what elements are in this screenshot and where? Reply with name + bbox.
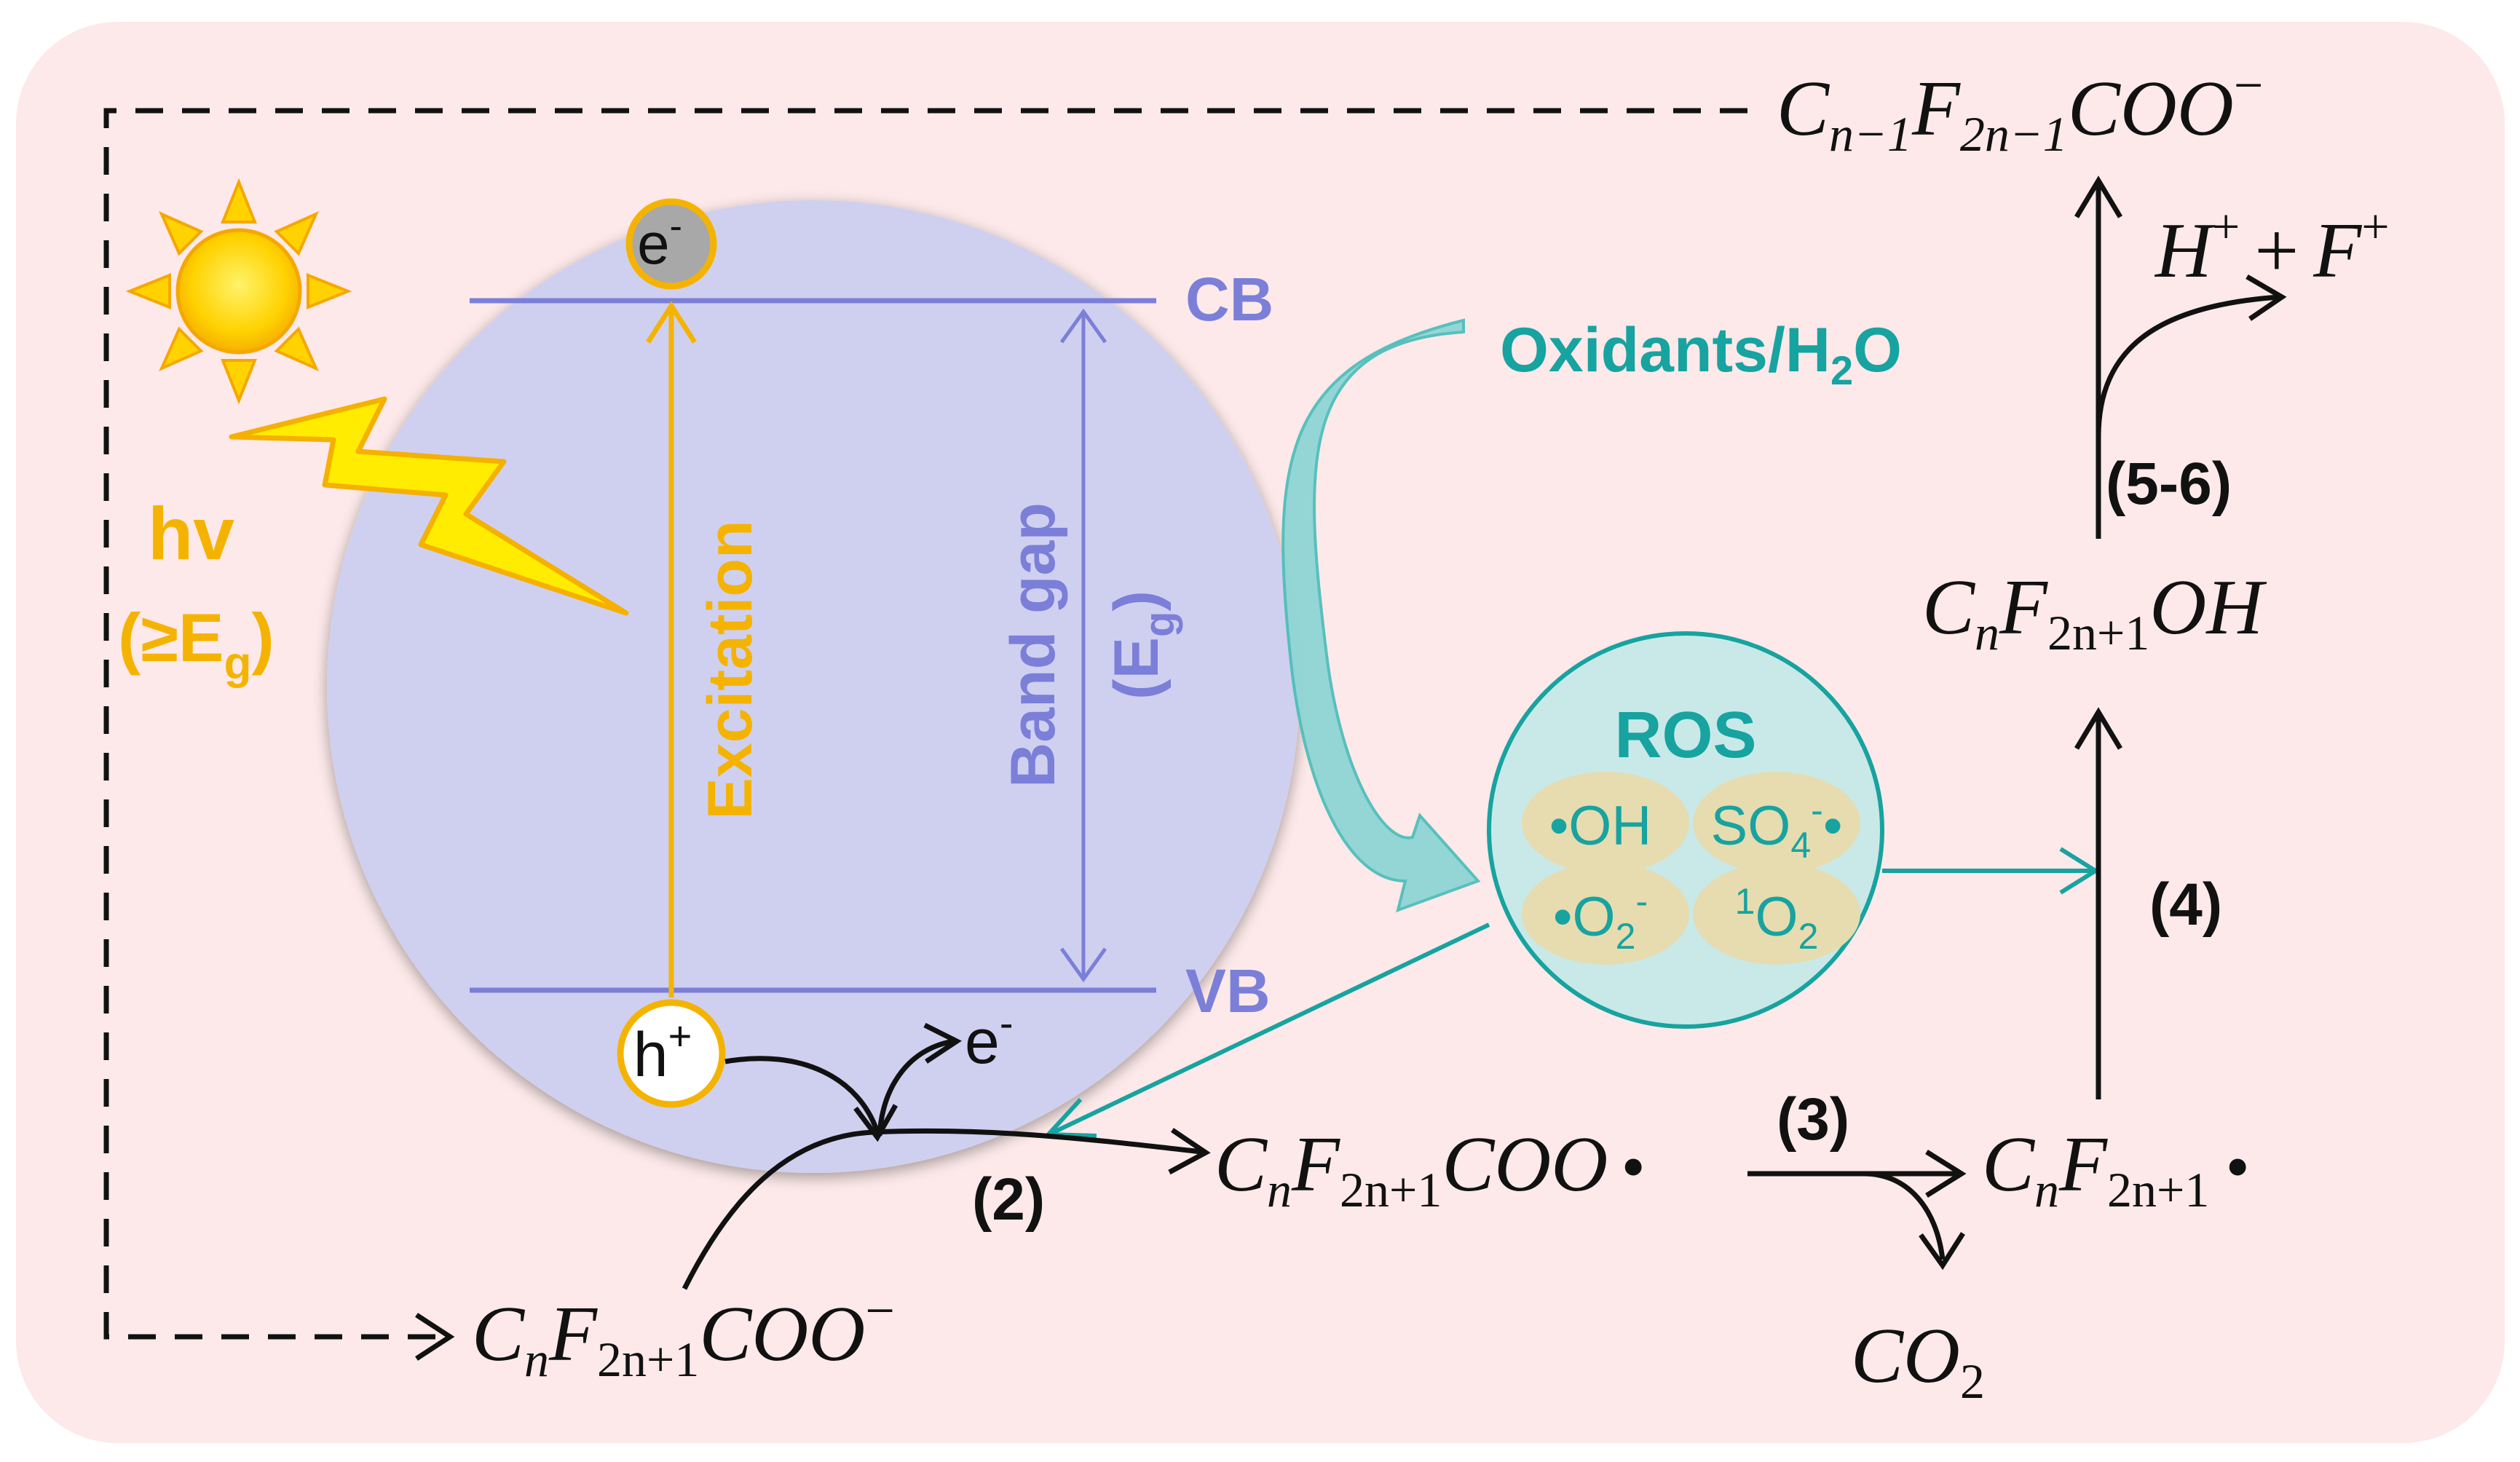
ros-to-step2-arrow xyxy=(1051,922,1490,1135)
dashed-loop-arrowhead xyxy=(415,1313,455,1361)
free-electron-label: e- xyxy=(965,1000,1014,1077)
co2-release-arrow xyxy=(1863,1171,1946,1260)
step2-label: (2) xyxy=(972,1166,1045,1233)
band-gap-arrowhead-top xyxy=(1059,308,1107,344)
oxidants-label: Oxidants/H2O xyxy=(1500,315,1902,393)
hole-vb-label: h+ xyxy=(633,1013,692,1090)
electron-release-arrowhead xyxy=(923,1022,962,1064)
band-gap-label: Band gap xyxy=(998,502,1068,788)
hole-to-reaction-arrowhead xyxy=(853,1104,898,1142)
step3-label: (3) xyxy=(1777,1086,1849,1153)
ros-circle: ROS •OH SO4-• •O2- 1O2 xyxy=(1487,631,1884,1029)
lightning-icon xyxy=(229,396,629,616)
band-gap-arrowhead-bottom xyxy=(1059,947,1107,983)
hv-condition-label: (≥Eg) xyxy=(118,599,274,689)
step2-reaction-arrow xyxy=(682,1128,1202,1290)
cb-label: CB xyxy=(1185,265,1273,333)
ros-to-step4-arrowhead xyxy=(2059,847,2100,895)
perfluoro-alcohol: CnF2n+1OH xyxy=(1922,564,2267,660)
hf-release-arrowhead xyxy=(2246,274,2287,321)
excitation-label: Excitation xyxy=(695,521,765,820)
reactant-pfca: CnF2n+1COO− xyxy=(472,1281,895,1387)
hf-release-arrow xyxy=(2096,294,2280,438)
ros-title: ROS xyxy=(1614,699,1756,772)
semiconductor-particle xyxy=(327,200,1300,1173)
radical-coo: CnF2n+1COO• xyxy=(1214,1121,1646,1217)
electron-cb-label: e- xyxy=(637,205,682,276)
step2-arrowhead xyxy=(1168,1128,1211,1175)
step3-arrowhead xyxy=(1925,1150,1967,1198)
co2-product: CO2 xyxy=(1851,1313,1985,1409)
ros-oh: •OH xyxy=(1549,795,1652,857)
radical-perfluoroalkyl: CnF2n+1• xyxy=(1982,1121,2250,1217)
step4-arrowhead xyxy=(2074,707,2123,750)
ros-o2-radical: •O2- xyxy=(1553,881,1648,957)
oxidants-curved-arrow xyxy=(1281,318,1481,913)
step56-arrowhead xyxy=(2074,175,2123,218)
co2-release-arrowhead xyxy=(1919,1232,1965,1271)
excitation-arrowhead xyxy=(646,301,697,344)
dashed-loop-arrow xyxy=(103,108,1747,1340)
step56-label: (5-6) xyxy=(2106,451,2232,517)
shortened-pfca-product: Cn−1F2n−1COO− xyxy=(1777,56,2263,162)
ros-singlet-oxygen: 1O2 xyxy=(1735,881,1819,957)
step4-label: (4) xyxy=(2149,872,2222,938)
band-gap-eg-label: (Eg) xyxy=(1102,590,1183,700)
electron-cb: e- xyxy=(625,198,717,290)
hole-to-reaction-arrow xyxy=(724,1056,880,1134)
hole-vb: h+ xyxy=(617,999,726,1108)
hydrogen-fluoride-ions: H++F+ xyxy=(2154,199,2390,294)
electron-release-arrow xyxy=(877,1038,955,1137)
sun-icon xyxy=(125,178,352,405)
hv-label: hv xyxy=(148,492,234,575)
vb-label: VB xyxy=(1185,957,1271,1025)
ros-so4: SO4-• xyxy=(1711,790,1843,866)
